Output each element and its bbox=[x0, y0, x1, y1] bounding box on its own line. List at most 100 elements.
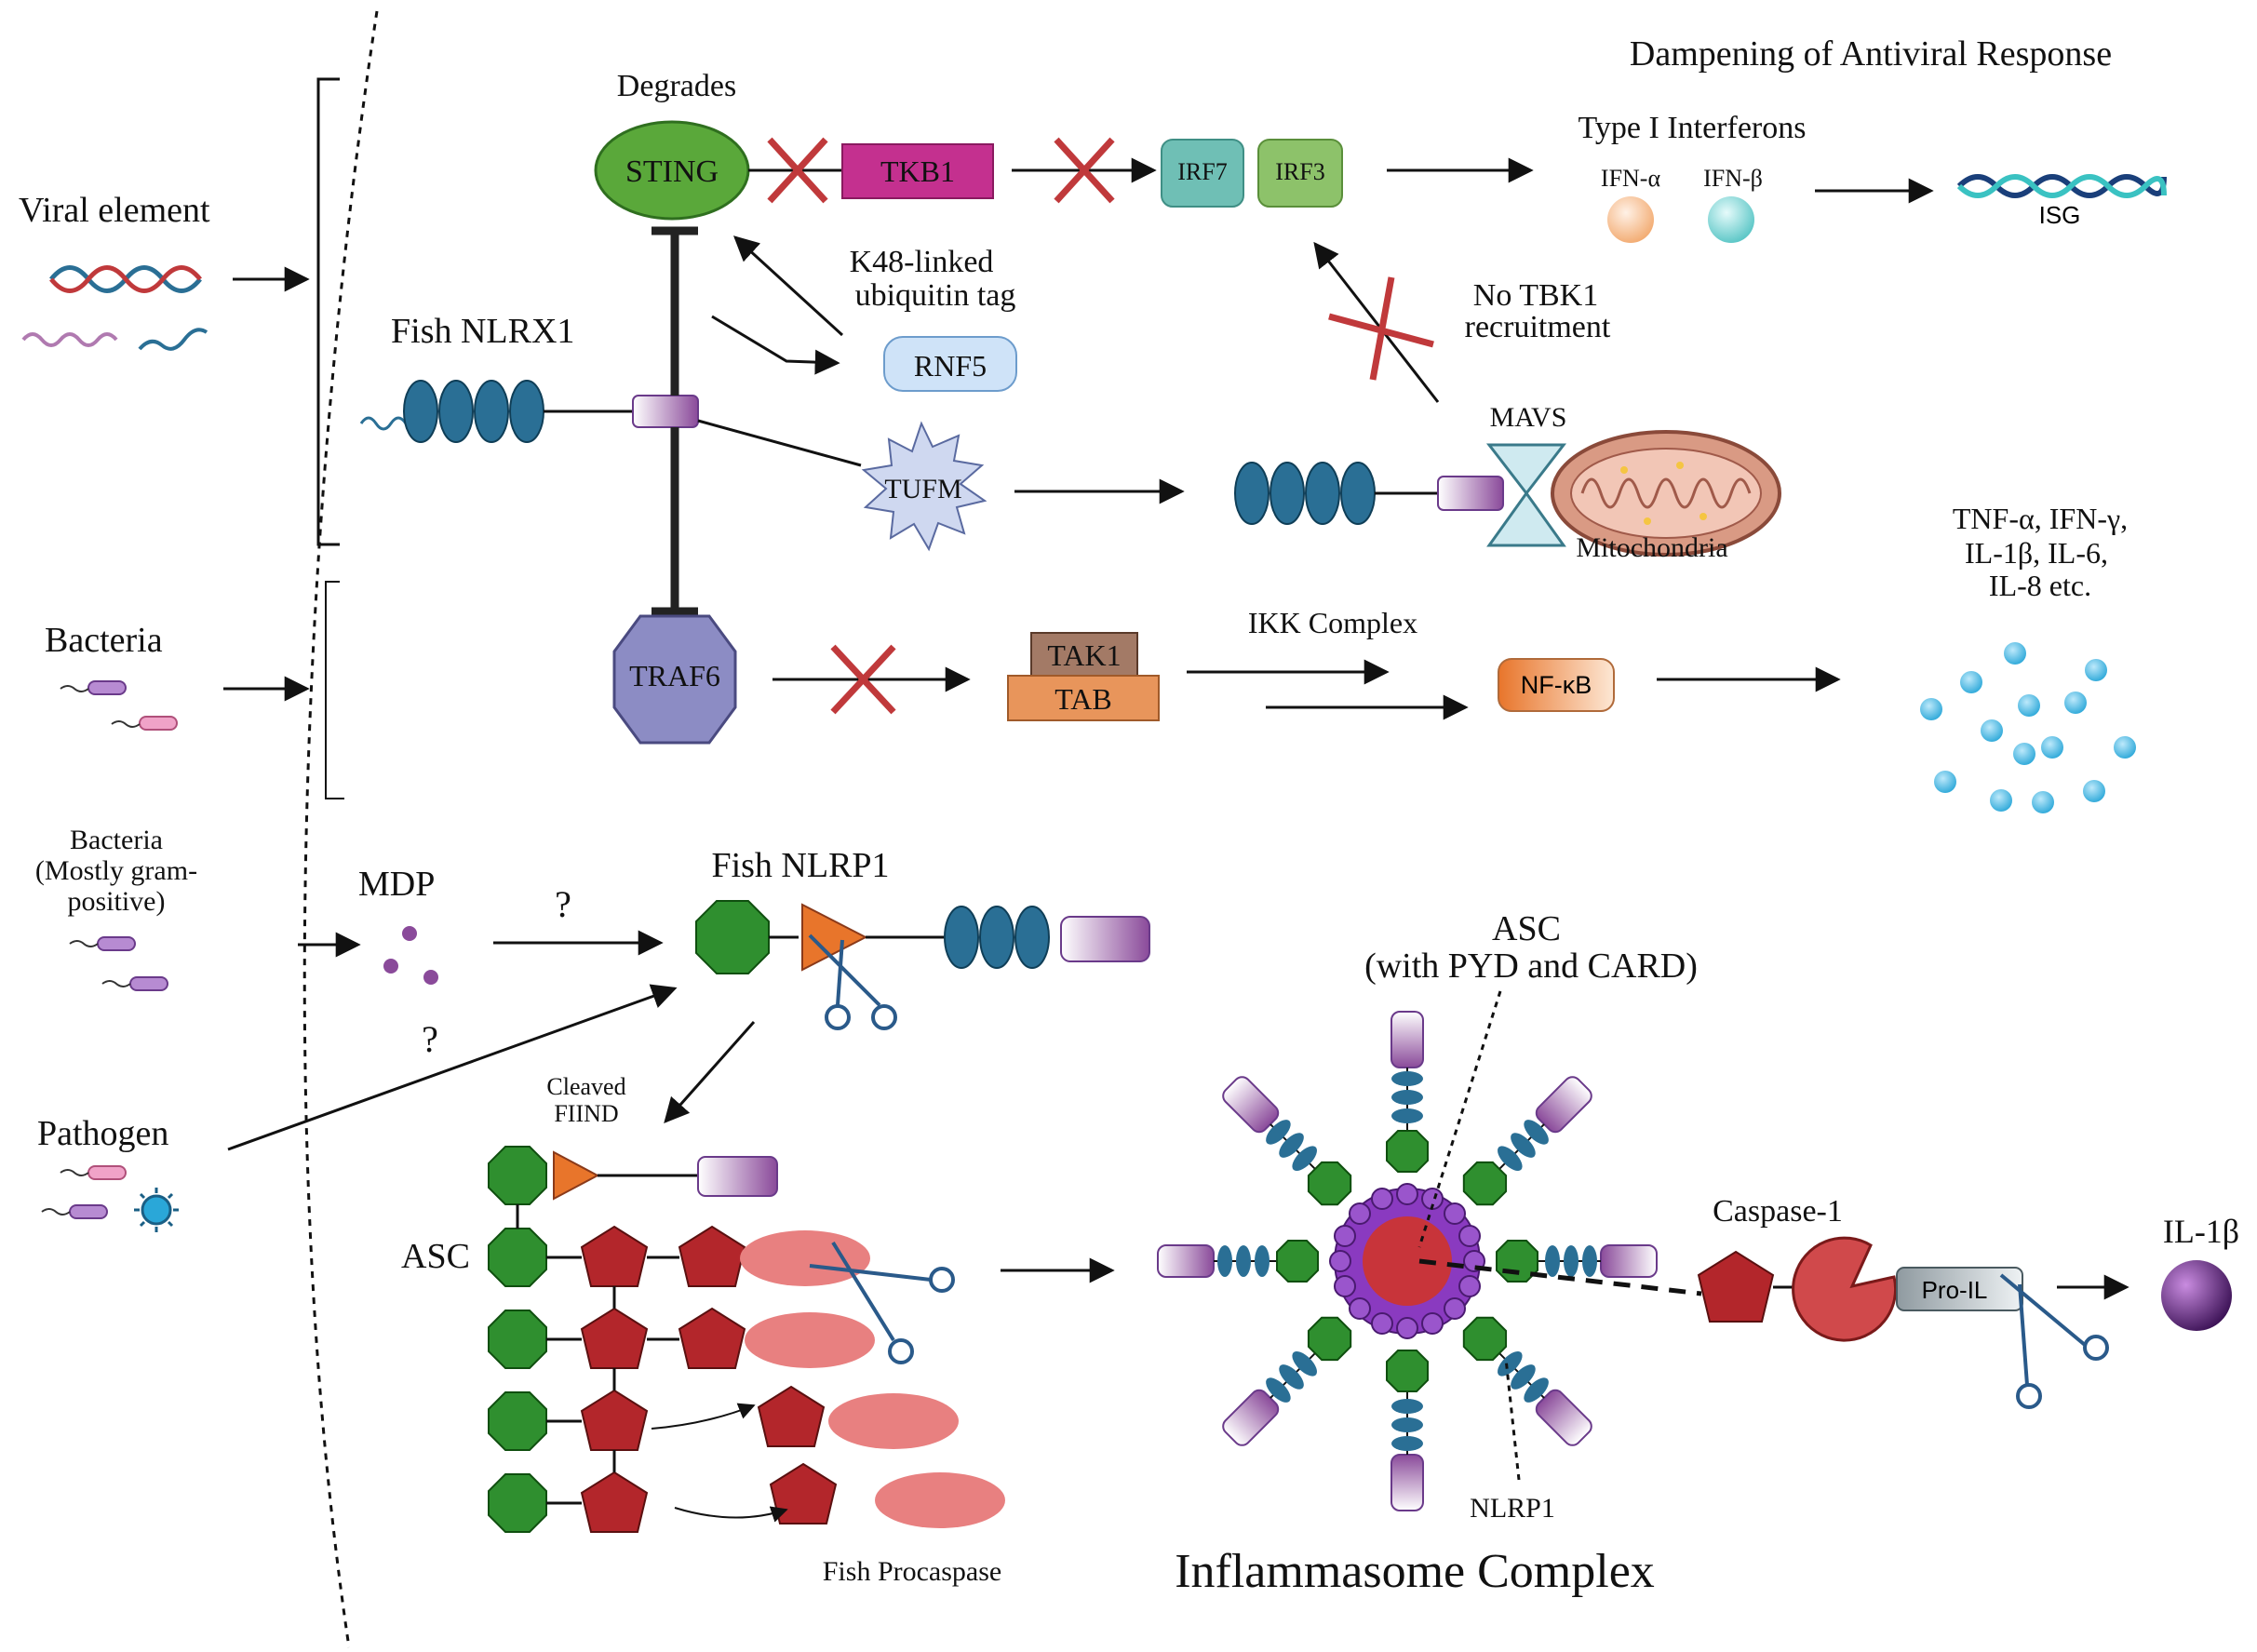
proil-node bbox=[1896, 1267, 2023, 1311]
bacteria-gp-label-3: positive) bbox=[68, 886, 166, 917]
pathogen-icon bbox=[41, 1165, 127, 1219]
asc-top-label-1: ASC bbox=[1492, 909, 1561, 948]
degrades-label: Degrades bbox=[617, 69, 736, 103]
nlrp1-fiind bbox=[801, 903, 868, 972]
tak1-label: TAK1 bbox=[1047, 638, 1121, 672]
isg-label: ISG bbox=[2039, 201, 2081, 229]
asc-pointer-line bbox=[1417, 990, 1502, 1248]
traf6-label: TRAF6 bbox=[629, 659, 720, 692]
mdp-dots bbox=[383, 926, 438, 985]
nlrp1-pyd bbox=[695, 900, 770, 974]
bacteria-icon bbox=[60, 680, 178, 731]
question-mark-1: ? bbox=[555, 883, 571, 925]
nlrx1-nacht-domain bbox=[632, 395, 699, 428]
scissors-icon-1 bbox=[808, 933, 897, 1030]
mavs-lrr-domains bbox=[1234, 462, 1376, 525]
procaspase-label: Fish Procaspase bbox=[823, 1556, 1001, 1587]
no-tbk1-label-1: No TBK1 bbox=[1473, 278, 1598, 313]
cleaved-label-2: FIIND bbox=[554, 1100, 618, 1127]
tufm-label: TUFM bbox=[884, 474, 961, 504]
nlrp1-card bbox=[1060, 916, 1150, 962]
sting-label: STING bbox=[625, 154, 719, 189]
dampening-title: Dampening of Antiviral Response bbox=[1630, 34, 2112, 74]
cleaved-label-1: Cleaved bbox=[546, 1073, 625, 1100]
rnf5-label: RNF5 bbox=[914, 349, 987, 383]
il1b-label: IL-1β bbox=[2163, 1213, 2239, 1250]
pyd-stack bbox=[488, 1146, 547, 1533]
bracket-bacteria bbox=[325, 581, 344, 799]
no-tbk1-label-2: recruitment bbox=[1465, 310, 1611, 344]
nlrp1-pointer-line bbox=[1504, 1358, 1521, 1481]
ifna-label: IFN-α bbox=[1601, 165, 1661, 192]
nlrp1-label: Fish NLRP1 bbox=[711, 846, 889, 885]
arrow-mavs-irf3 bbox=[1313, 241, 1440, 403]
bacteria-label: Bacteria bbox=[45, 621, 163, 660]
block-x-sting-tkb1 bbox=[767, 137, 828, 204]
asc-assembly bbox=[488, 1146, 1005, 1533]
ifnb-ball bbox=[1708, 196, 1754, 243]
rna-strand-icon bbox=[21, 332, 118, 347]
cytokine-dots bbox=[1920, 642, 2136, 813]
tab-node bbox=[1007, 675, 1160, 721]
type1-ifn-label: Type I Interferons bbox=[1579, 111, 1807, 145]
traf6-node bbox=[612, 614, 737, 745]
nlrx1-label: Fish NLRX1 bbox=[391, 312, 574, 351]
scissors-icon-2 bbox=[809, 1241, 955, 1364]
question-mark-2: ? bbox=[422, 1018, 438, 1060]
arrow-pathogen-nlrp1 bbox=[227, 984, 678, 1151]
ifnb-label: IFN-β bbox=[1703, 165, 1763, 192]
nfkb-node bbox=[1498, 658, 1615, 712]
irf3-label: IRF3 bbox=[1275, 158, 1324, 185]
block-x-tbk1 bbox=[1328, 276, 1434, 381]
bacteria-gp-icon bbox=[69, 936, 168, 991]
pathogen-label: Pathogen bbox=[37, 1114, 168, 1153]
virus-icon bbox=[134, 1188, 179, 1232]
mdp-label: MDP bbox=[358, 865, 435, 904]
procaspase-ellipses bbox=[740, 1230, 1005, 1528]
ikk-label: IKK Complex bbox=[1248, 606, 1417, 639]
rnf5-node bbox=[883, 336, 1017, 392]
isg-dna-icon bbox=[1956, 174, 2167, 198]
cytokines-label-3: IL-8 etc. bbox=[1989, 569, 2091, 602]
ifna-ball bbox=[1607, 196, 1654, 243]
tak1-node bbox=[1030, 632, 1138, 677]
block-x-tkb1-irf bbox=[1054, 137, 1115, 204]
caspase-card bbox=[1697, 1250, 1775, 1323]
bracket-viral bbox=[316, 77, 340, 546]
irf3-node bbox=[1257, 139, 1343, 208]
nlrp1-small-label: NLRP1 bbox=[1470, 1493, 1555, 1524]
viral-element-label: Viral element bbox=[19, 191, 210, 230]
arrow-nlrx1-rnf5 bbox=[711, 315, 840, 375]
asc-top-label-2: (with PYD and CARD) bbox=[1364, 947, 1698, 986]
nlrp1-lrr-domains bbox=[944, 906, 1050, 969]
inflammasome-complex bbox=[1157, 1011, 1658, 1511]
mavs-transmembrane bbox=[1485, 443, 1567, 547]
bacteria-gp-label-2: (Mostly gram- bbox=[35, 855, 197, 886]
k48-label-1: K48-linked bbox=[850, 245, 994, 279]
cytokines-label-2: IL-1β, IL-6, bbox=[1965, 536, 2108, 570]
arrow-nlrp1-cleaved bbox=[664, 1021, 756, 1124]
caspase1-label: Caspase-1 bbox=[1713, 1194, 1843, 1229]
dna-icon bbox=[49, 265, 202, 293]
proil-label: Pro-IL bbox=[1922, 1276, 1988, 1304]
tufm-node bbox=[861, 421, 987, 552]
irf7-node bbox=[1161, 139, 1244, 208]
arrow-rnf5-sting bbox=[733, 235, 844, 337]
mavs-label: MAVS bbox=[1490, 402, 1567, 433]
cell-membrane bbox=[302, 10, 379, 1648]
tab-label: TAB bbox=[1055, 682, 1111, 716]
il1b-ball bbox=[2161, 1260, 2232, 1331]
mavs-card-domain bbox=[1437, 476, 1504, 511]
mitochondria-label: Mitochondria bbox=[1576, 532, 1727, 563]
asc-label: ASC bbox=[401, 1237, 470, 1276]
nfkb-label: NF-κB bbox=[1521, 671, 1592, 699]
k48-label-2: ubiquitin tag bbox=[855, 278, 1016, 313]
caspase-link-line bbox=[1418, 1258, 1702, 1296]
mitochondria-icon bbox=[1551, 430, 1781, 557]
irf7-label: IRF7 bbox=[1177, 158, 1227, 185]
rna-strand-icon-2 bbox=[138, 328, 208, 351]
caspase1-enzyme bbox=[1792, 1236, 1898, 1342]
nlrx1-lrr-domains bbox=[403, 380, 544, 443]
cytokines-label-1: TNF-α, IFN-γ, bbox=[1953, 502, 2128, 535]
